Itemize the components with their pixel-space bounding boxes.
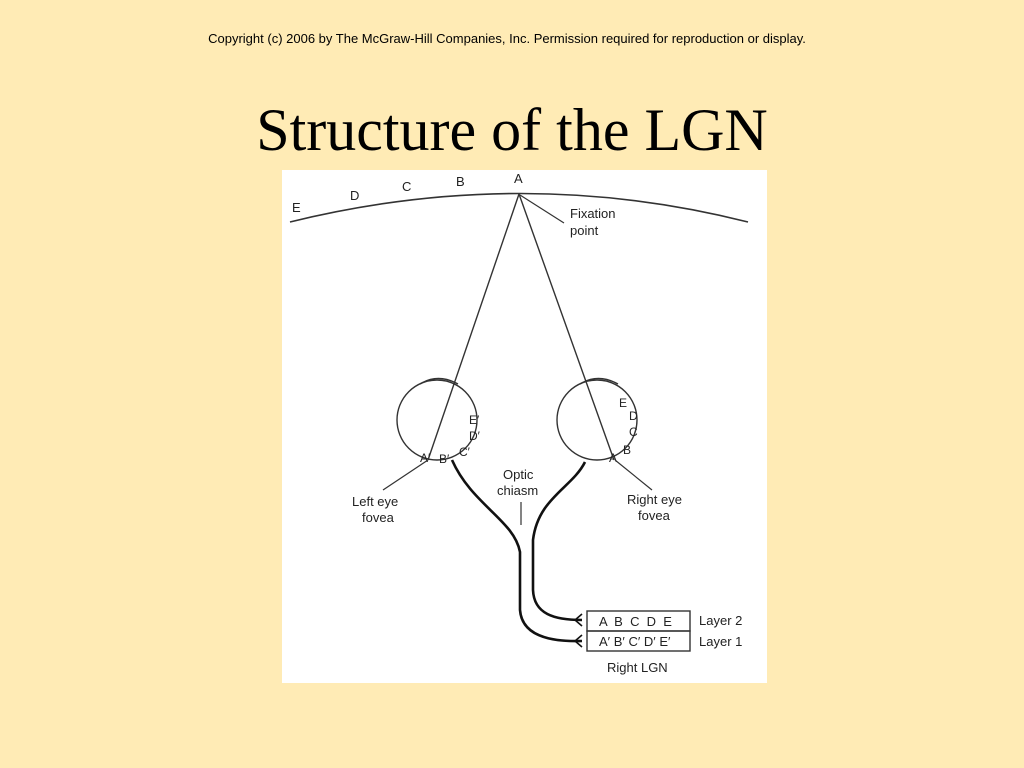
right-retina-point-a: A bbox=[609, 451, 617, 465]
left-eye-label-line2: fovea bbox=[362, 510, 395, 525]
left-retina-point-e: E′ bbox=[469, 413, 480, 427]
slide-title: Structure of the LGN bbox=[256, 97, 768, 163]
field-point-a: A bbox=[514, 171, 523, 186]
right-retina-point-d: D bbox=[629, 409, 638, 423]
lgn-diagram: E D C B A Fixation point E′ D′ C′ B′ A′ … bbox=[282, 170, 767, 683]
field-point-e: E bbox=[292, 200, 301, 215]
fixation-label-line2: point bbox=[570, 223, 599, 238]
lgn-diagram-svg: E D C B A Fixation point E′ D′ C′ B′ A′ … bbox=[289, 171, 749, 675]
layer2-cells: A B C D E bbox=[599, 614, 672, 629]
lgn-layer1-box bbox=[586, 630, 691, 652]
right-eye-ray bbox=[518, 193, 615, 461]
left-retina-point-b: B′ bbox=[439, 452, 450, 466]
right-lgn-label: Right LGN bbox=[607, 660, 668, 675]
left-retina-point-d: D′ bbox=[469, 429, 481, 443]
layer1-cells: A′ B′ C′ D′ E′ bbox=[599, 634, 671, 649]
left-retina-point-c: C′ bbox=[459, 445, 471, 459]
layer1-arrowhead bbox=[573, 634, 583, 648]
layer1-label: Layer 1 bbox=[699, 634, 742, 649]
right-retina-point-c: C bbox=[629, 425, 638, 439]
left-eye-cornea bbox=[419, 377, 459, 385]
right-retina-point-e: E bbox=[619, 396, 627, 410]
layer2-label: Layer 2 bbox=[699, 613, 742, 628]
field-point-d: D bbox=[350, 188, 359, 203]
right-eye-nerve-pathway bbox=[531, 461, 587, 622]
left-eye-globe bbox=[396, 379, 478, 461]
visual-field-arc bbox=[289, 192, 749, 223]
right-eye-cornea bbox=[579, 377, 619, 385]
chiasm-label-line1: Optic bbox=[503, 467, 534, 482]
right-eye-label-line1: Right eye bbox=[627, 492, 682, 507]
chiasm-label-line2: chiasm bbox=[497, 483, 538, 498]
right-eye-label-line2: fovea bbox=[638, 508, 671, 523]
right-eye-globe bbox=[556, 379, 638, 461]
right-fovea-pointer bbox=[614, 459, 653, 491]
copyright-notice: Copyright (c) 2006 by The McGraw-Hill Co… bbox=[208, 31, 806, 46]
layer2-arrowhead bbox=[573, 613, 583, 627]
left-fovea-pointer bbox=[382, 459, 429, 491]
field-point-b: B bbox=[456, 174, 465, 189]
left-eye-nerve-pathway bbox=[450, 459, 583, 643]
left-retina-point-a: A′ bbox=[420, 451, 431, 465]
fixation-pointer-line bbox=[519, 194, 565, 224]
right-retina-point-b: B bbox=[623, 443, 631, 457]
left-eye-label-line1: Left eye bbox=[352, 494, 398, 509]
field-point-c: C bbox=[402, 179, 411, 194]
fixation-label-line1: Fixation bbox=[570, 206, 616, 221]
left-eye-ray bbox=[427, 193, 520, 461]
